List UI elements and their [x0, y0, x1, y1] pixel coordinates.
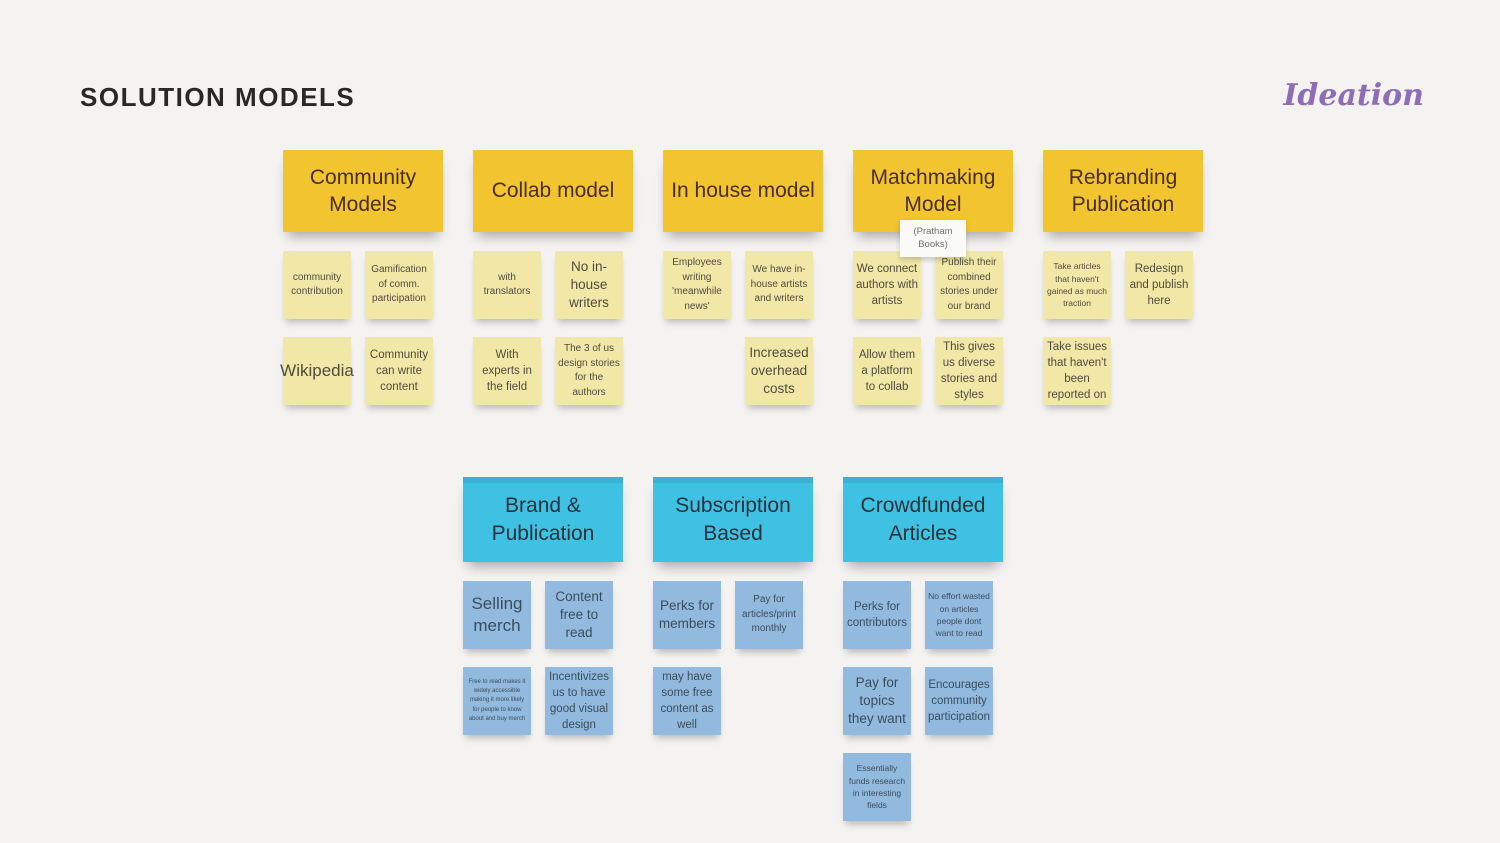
sticky-note[interactable]: Free to read makes it widely accessible … [463, 667, 531, 735]
sticky-note[interactable]: Wikipedia [280, 337, 354, 405]
sticky-note[interactable]: Content free to read [545, 581, 613, 649]
sticky-note[interactable]: Take articles that haven't gained as muc… [1043, 251, 1111, 319]
sticky-note[interactable]: This gives us diverse stories and styles [935, 337, 1003, 405]
sticky-note[interactable]: We have in-house artists and writers [745, 251, 813, 319]
sticky-note[interactable]: Encourages community participation [925, 667, 993, 735]
sticky-note[interactable]: Selling merch [463, 581, 531, 649]
sticky-note[interactable]: We connect authors with artists [853, 251, 921, 319]
model-column: Matchmaking Model(Pratham Books)We conne… [853, 150, 1013, 405]
sticky-note[interactable]: The 3 of us design stories for the autho… [555, 337, 623, 405]
sticky-note[interactable]: with translators [473, 251, 541, 319]
sticky-note[interactable]: may have some free content as well [653, 667, 721, 735]
sticky-note[interactable]: Perks for members [653, 581, 721, 649]
sticky-note[interactable]: With experts in the field [473, 337, 541, 405]
sticky-note[interactable]: Take issues that haven't been reported o… [1043, 337, 1111, 405]
sticky-note[interactable]: No in-house writers [555, 251, 623, 319]
sticky-note[interactable]: Redesign and publish here [1125, 251, 1193, 319]
phase-label: Ideation [1283, 78, 1424, 113]
sticky-note[interactable]: Allow them a platform to collab [853, 337, 921, 405]
model-header-note[interactable]: Subscription Based [653, 477, 813, 562]
sticky-note[interactable]: Pay for articles/print monthly [735, 581, 803, 649]
notes-grid: Employees writing 'meanwhile news'We hav… [663, 251, 823, 405]
model-header-note[interactable]: Brand & Publication [463, 477, 623, 562]
sticky-note[interactable]: Employees writing 'meanwhile news' [663, 251, 731, 319]
sticky-note[interactable]: Pay for topics they want [843, 667, 911, 735]
sticky-note[interactable]: Publish their combined stories under our… [935, 251, 1003, 319]
sticky-note[interactable]: Incentivizes us to have good visual desi… [545, 667, 613, 735]
notes-grid: Take articles that haven't gained as muc… [1043, 251, 1203, 405]
model-header-note[interactable]: Matchmaking Model [853, 150, 1013, 232]
sticky-note[interactable]: No effort wasted on articles people dont… [925, 581, 993, 649]
sticky-note[interactable]: Essentially funds research in interestin… [843, 753, 911, 821]
model-header-note[interactable]: Crowdfunded Articles [843, 477, 1003, 562]
sticky-note[interactable]: Increased overhead costs [745, 337, 813, 405]
sticky-note[interactable]: Community can write content [365, 337, 433, 405]
sticky-note[interactable]: Gamification of comm. participation [365, 251, 433, 319]
model-header-note[interactable]: Rebranding Publication [1043, 150, 1203, 232]
empty-slot [663, 337, 731, 405]
sub-label-note[interactable]: (Pratham Books) [900, 220, 966, 257]
model-header-note[interactable]: Collab model [473, 150, 633, 232]
model-header-note[interactable]: In house model [663, 150, 823, 232]
page-title: SOLUTION MODELS [80, 82, 356, 112]
sticky-note[interactable]: community contribution [283, 251, 351, 319]
sticky-note[interactable]: Perks for contributors [843, 581, 911, 649]
model-header-note[interactable]: Community Models [283, 150, 443, 232]
